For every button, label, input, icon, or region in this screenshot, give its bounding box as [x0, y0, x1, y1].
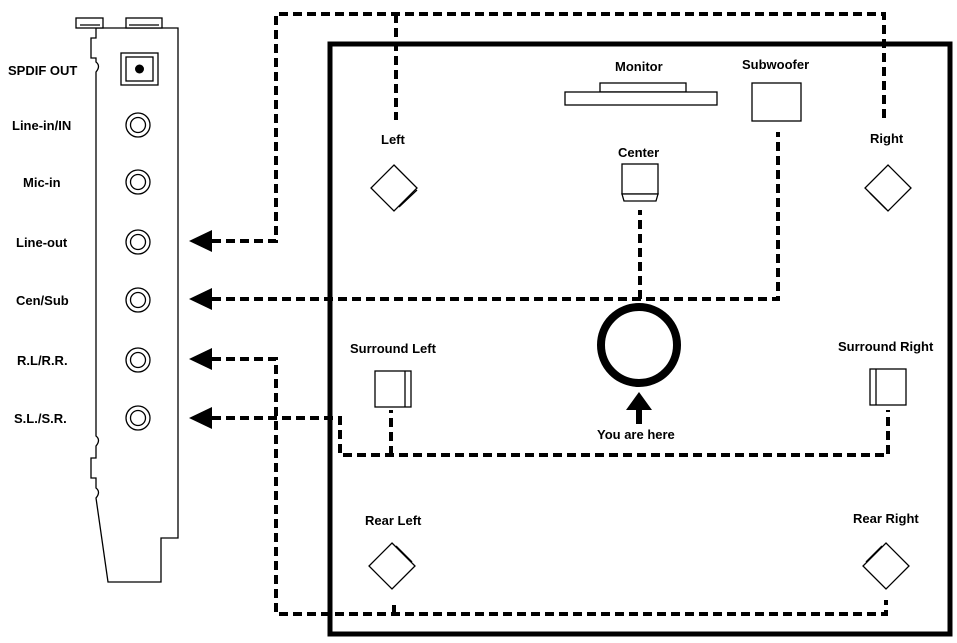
rear-right-label: Rear Right [853, 511, 919, 526]
arrow-cen-sub [189, 288, 212, 310]
jack-line-in [125, 112, 151, 138]
rear-left-speaker [368, 542, 416, 590]
port-label-sl-sr: S.L./S.R. [14, 411, 67, 426]
front-right-speaker [864, 164, 912, 212]
arrow-rl-rr [189, 348, 212, 370]
front-left-speaker [370, 164, 418, 212]
listener-ring [597, 303, 681, 387]
jack-line-out [125, 229, 151, 255]
front-right-label: Right [870, 131, 904, 146]
cable-cen-sub [212, 132, 780, 301]
jack-cen-sub [125, 287, 151, 313]
center-label: Center [618, 145, 659, 160]
port-label-rl-rr: R.L/R.R. [17, 353, 68, 368]
port-label-line-out: Line-out [16, 235, 68, 250]
cable-line-out [212, 12, 886, 243]
room-outline [327, 41, 953, 637]
rear-right-speaker [862, 542, 910, 590]
arrow-sl-sr [189, 407, 212, 429]
spdif-port [120, 52, 159, 86]
monitor-label: Monitor [615, 59, 663, 74]
listener-arrow-icon [626, 392, 652, 424]
port-label-mic-in: Mic-in [23, 175, 61, 190]
jack-rl-rr [125, 347, 151, 373]
monitor-shape [564, 82, 718, 106]
port-label-cen-sub: Cen/Sub [16, 293, 69, 308]
jack-mic-in [125, 169, 151, 195]
front-left-label: Left [381, 132, 406, 147]
cable-sl-sr [212, 410, 890, 457]
arrow-line-out [189, 230, 212, 252]
port-label-spdif: SPDIF OUT [8, 63, 77, 78]
rear-left-label: Rear Left [365, 513, 422, 528]
surround-right-speaker [869, 368, 907, 406]
surround-left-label: Surround Left [350, 341, 437, 356]
subwoofer-label: Subwoofer [742, 57, 809, 72]
port-label-line-in: Line-in/IN [12, 118, 71, 133]
jack-sl-sr [125, 405, 151, 431]
surround-right-label: Surround Right [838, 339, 934, 354]
listener-label: You are here [597, 427, 675, 442]
center-speaker [621, 163, 659, 202]
subwoofer-shape [751, 82, 802, 122]
surround-left-speaker [374, 370, 412, 408]
cable-rl-rr [212, 357, 888, 616]
